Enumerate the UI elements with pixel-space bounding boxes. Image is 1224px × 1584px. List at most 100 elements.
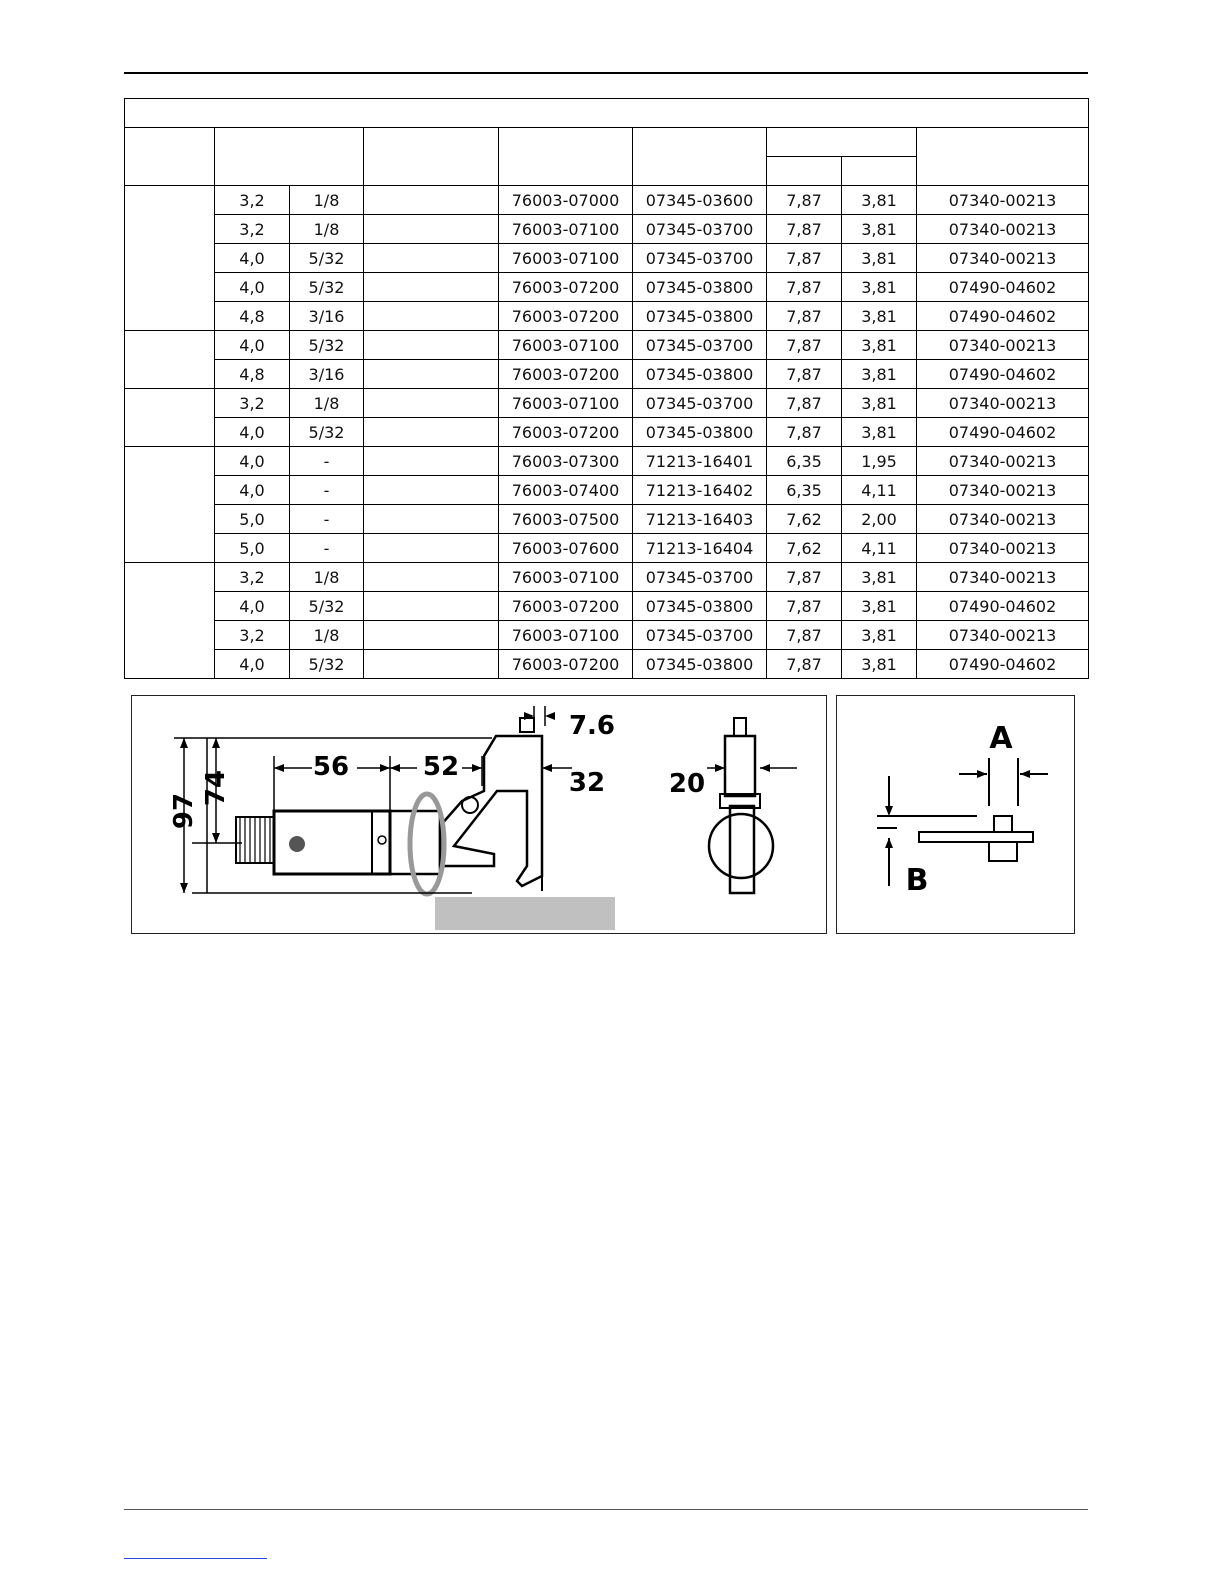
cell-part-c: 07340-00213 xyxy=(915,533,1090,563)
cell-part-a: 76003-07600 xyxy=(498,533,633,563)
cell-inch: - xyxy=(289,533,364,563)
electrode-drawing: A B xyxy=(877,721,1048,898)
cell-part-a: 76003-07400 xyxy=(498,475,633,505)
empty-cell xyxy=(363,185,499,215)
group-cell xyxy=(124,562,215,679)
cell-dim-2: 3,81 xyxy=(841,562,917,592)
cell-part-c: 07490-04602 xyxy=(915,417,1090,447)
cell-inch: 5/32 xyxy=(289,591,364,621)
empty-cell xyxy=(363,272,499,302)
cell-mm: 5,0 xyxy=(214,533,290,563)
cell-mm: 3,2 xyxy=(214,562,290,592)
cell-part-c: 07490-04602 xyxy=(915,591,1090,621)
cell-part-c: 07490-04602 xyxy=(915,272,1090,302)
cell-mm: 4,0 xyxy=(214,272,290,302)
cell-dim-1: 7,87 xyxy=(766,417,842,447)
cell-mm: 4,0 xyxy=(214,417,290,447)
cell-dim-1: 7,62 xyxy=(766,504,842,534)
cell-dim-1: 7,87 xyxy=(766,388,842,418)
cell-dim-1: 7,87 xyxy=(766,214,842,244)
cell-part-a: 76003-07100 xyxy=(498,214,633,244)
cell-part-a: 76003-07100 xyxy=(498,562,633,592)
empty-cell xyxy=(363,301,499,331)
cell-dim-2: 3,81 xyxy=(841,330,917,360)
empty-cell xyxy=(363,533,499,563)
group-cell xyxy=(124,185,215,331)
cell-dim-1: 7,87 xyxy=(766,359,842,389)
cell-dim-1: 7,87 xyxy=(766,330,842,360)
cell-dim-2: 1,95 xyxy=(841,446,917,476)
cell-dim-1: 6,35 xyxy=(766,475,842,505)
cell-part-a: 76003-07100 xyxy=(498,330,633,360)
dim-56-label: 56 xyxy=(313,752,349,782)
cell-part-c: 07340-00213 xyxy=(915,504,1090,534)
cell-part-c: 07340-00213 xyxy=(915,620,1090,650)
empty-cell xyxy=(363,417,499,447)
cell-part-a: 76003-07100 xyxy=(498,620,633,650)
tool-dimension-figure: 56 52 7.6 32 20 97 74 xyxy=(131,695,827,934)
cell-dim-2: 3,81 xyxy=(841,214,917,244)
empty-cell xyxy=(363,243,499,273)
table-title-row xyxy=(123,98,1090,128)
cell-part-a: 76003-07200 xyxy=(498,417,633,447)
cell-dim-1: 6,35 xyxy=(766,446,842,476)
cell-inch: 1/8 xyxy=(289,562,364,592)
cell-part-b: 71213-16401 xyxy=(632,446,767,476)
empty-cell xyxy=(363,388,499,418)
cell-part-a: 76003-07200 xyxy=(498,359,633,389)
cell-part-b: 07345-03800 xyxy=(632,359,767,389)
cell-dim-1: 7,87 xyxy=(766,620,842,650)
cell-part-b: 07345-03700 xyxy=(632,243,767,273)
cell-dim-1: 7,87 xyxy=(766,591,842,621)
cell-part-b: 71213-16404 xyxy=(632,533,767,563)
cell-part-b: 07345-03800 xyxy=(632,417,767,447)
cell-mm: 4,0 xyxy=(214,591,290,621)
footer-link-underline[interactable] xyxy=(124,1558,267,1559)
cell-part-c: 07490-04602 xyxy=(915,359,1090,389)
empty-cell xyxy=(363,214,499,244)
cell-part-c: 07340-00213 xyxy=(915,330,1090,360)
cell-dim-2: 3,81 xyxy=(841,388,917,418)
cell-inch: 1/8 xyxy=(289,214,364,244)
empty-cell xyxy=(363,504,499,534)
cell-part-a: 76003-07200 xyxy=(498,591,633,621)
header-rule xyxy=(124,72,1088,74)
cell-inch: 3/16 xyxy=(289,301,364,331)
cell-part-b: 07345-03700 xyxy=(632,562,767,592)
cell-inch: - xyxy=(289,504,364,534)
cell-part-b: 07345-03600 xyxy=(632,185,767,215)
cell-mm: 3,2 xyxy=(214,214,290,244)
group-cell xyxy=(124,388,215,447)
cell-part-c: 07340-00213 xyxy=(915,214,1090,244)
cell-part-a: 76003-07200 xyxy=(498,272,633,302)
cell-mm: 5,0 xyxy=(214,504,290,534)
cell-part-b: 07345-03800 xyxy=(632,301,767,331)
cell-inch: 5/32 xyxy=(289,330,364,360)
cell-part-c: 07340-00213 xyxy=(915,185,1090,215)
cell-mm: 4,8 xyxy=(214,359,290,389)
empty-cell xyxy=(363,330,499,360)
cell-dim-2: 3,81 xyxy=(841,272,917,302)
cell-inch: 1/8 xyxy=(289,620,364,650)
electrode-setting-figure: A B xyxy=(836,695,1075,934)
cell-mm: 3,2 xyxy=(214,620,290,650)
cell-mm: 3,2 xyxy=(214,388,290,418)
cell-dim-2: 3,81 xyxy=(841,185,917,215)
cell-dim-2: 3,81 xyxy=(841,301,917,331)
cell-part-b: 07345-03800 xyxy=(632,649,767,679)
cell-mm: 4,8 xyxy=(214,301,290,331)
cell-part-b: 07345-03700 xyxy=(632,388,767,418)
cell-inch: 1/8 xyxy=(289,185,364,215)
cell-part-b: 07345-03700 xyxy=(632,214,767,244)
